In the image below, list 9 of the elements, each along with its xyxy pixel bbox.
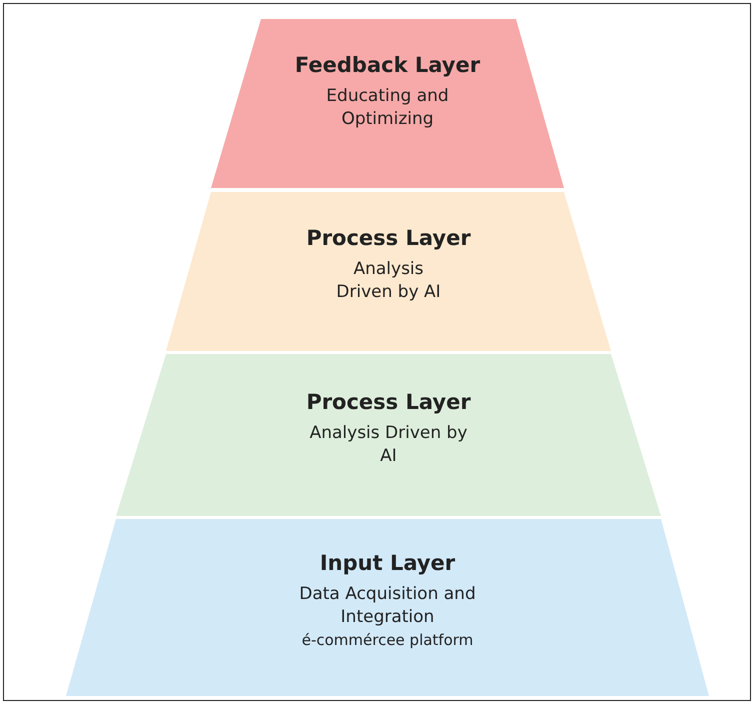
tier-description: é-commércee platform — [302, 630, 474, 651]
tier-heading: Process Layer — [306, 226, 471, 250]
tier-heading: Input Layer — [320, 551, 456, 575]
tier-heading: Feedback Layer — [294, 53, 480, 77]
tier-description: Data Acquisition and Integration — [298, 583, 477, 629]
tier-description: Analysis Driven by AI — [308, 422, 468, 468]
tier-heading: Process Layer — [306, 390, 471, 414]
tier-description: Analysis Driven by AI — [335, 258, 442, 304]
tier-description: Educating and Optimizing — [325, 85, 450, 131]
